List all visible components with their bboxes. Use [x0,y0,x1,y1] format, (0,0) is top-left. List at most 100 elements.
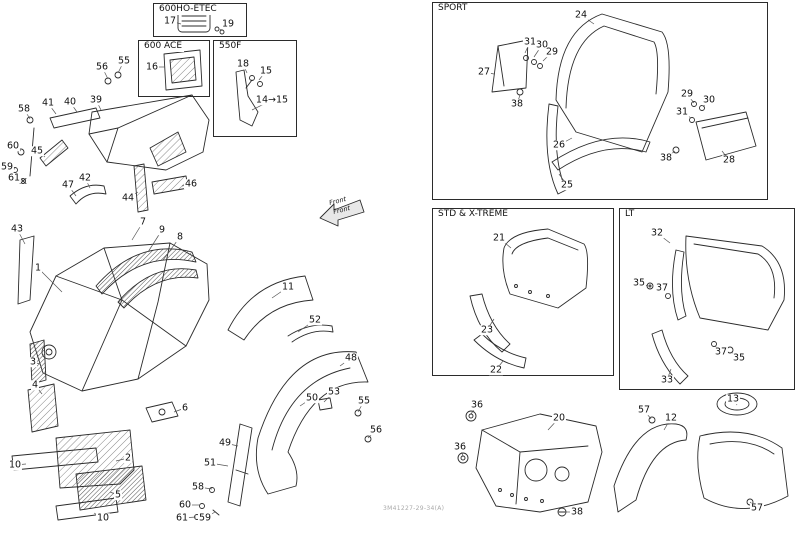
part-callout-59: 59 [197,512,213,524]
part-callout-58: 58 [16,103,32,115]
part-callout-24: 24 [573,9,589,21]
part-callout-31: 31 [674,106,690,118]
section-box-600ho-etec: 600HO-ETEC [153,3,247,37]
part-callout-59: 59 [0,161,15,173]
section-box-550f: 550F [213,40,297,137]
hood-decal-stripes [95,248,199,309]
part-callout-60: 60 [177,499,193,511]
section-label-lt: LT [623,209,637,220]
part-callout-38: 38 [509,98,525,110]
front-arrow-label: Front [332,204,351,216]
part-callout-37: 37 [654,282,670,294]
part-callout-61: 61 [6,172,22,184]
part-callout-2: 2 [123,452,133,464]
part-callout-51: 51 [202,457,218,469]
part-callout-41: 41 [40,97,56,109]
part-callout-42: 42 [77,172,93,184]
part-callout-10: 10 [7,459,23,471]
part-callout-57: 57 [749,502,765,514]
section-box-sport: SPORT [432,2,768,200]
part-callout-57: 57 [636,404,652,416]
part-callout-40: 40 [62,96,78,108]
part-callout-45: 45 [29,145,45,157]
part-callout-21: 21 [491,232,507,244]
part-callout-9: 9 [157,224,167,236]
part-callout-20: 20 [551,412,567,424]
part-callout-36: 36 [452,441,468,453]
part-callout-29: 29 [544,46,560,58]
part-callout-13: 13 [725,393,741,405]
part-callout-56: 56 [94,61,110,73]
part-callout-7: 7 [138,216,148,228]
part-callout-14→15: 14→15 [254,94,290,106]
part-callout-35: 35 [731,352,747,364]
part-callout-61: 61 [174,512,190,524]
part-callout-30: 30 [701,94,717,106]
part-callout-29: 29 [679,88,695,100]
part-callout-53: 53 [326,386,342,398]
part-callout-10: 10 [95,512,111,524]
section-box-std-xtreme: STD & X-TREME [432,208,614,376]
part-callout-43: 43 [9,223,25,235]
std-windshield-group [469,228,589,369]
section-label-550f: 550F [217,41,244,52]
part-callout-26: 26 [551,139,567,151]
part-callout-36: 36 [469,399,485,411]
part-callout-31: 31 [522,36,538,48]
part-callout-58: 58 [190,481,206,493]
part-callout-6: 6 [180,402,190,414]
part-callout-5: 5 [113,489,123,501]
part-callout-19: 19 [220,18,236,30]
ace-box-parts [163,49,203,91]
section-label-600ace: 600 ACE [142,41,185,52]
part-callout-16: 16 [144,61,160,73]
part-callout-27: 27 [476,66,492,78]
part-callout-46: 46 [183,178,199,190]
part-callout-4: 4 [30,379,40,391]
part-callout-38: 38 [658,152,674,164]
part-callout-44: 44 [120,192,136,204]
lt-windshield-group [646,235,785,385]
upper-dash-panel [88,94,210,171]
part-callout-15: 15 [258,65,274,77]
part-callout-18: 18 [235,58,251,70]
front-direction-arrow: Front Front [316,190,372,232]
part-callout-55: 55 [116,55,132,67]
part-callout-22: 22 [488,364,504,376]
section-box-lt: LT [619,208,795,390]
section-label-std-xtreme: STD & X-TREME [436,209,510,220]
part-callout-17: 17 [162,15,178,27]
part-callout-12: 12 [663,412,679,424]
left-vent-panels [11,339,179,521]
part-callout-33: 33 [659,374,675,386]
part-callout-38: 38 [569,506,585,518]
part-callout-49: 49 [217,437,233,449]
bottom-pan-side [255,351,372,495]
part-callout-39: 39 [88,94,104,106]
part-callout-3: 3 [28,356,38,368]
section-label-sport: SPORT [436,3,470,14]
part-callout-11: 11 [280,281,296,293]
part-callout-48: 48 [343,352,359,364]
part-callout-52: 52 [307,314,323,326]
part-callout-1: 1 [33,262,43,274]
part-callout-50: 50 [304,392,320,404]
front-arrow-shape [319,199,365,227]
part-callout-37: 37 [713,346,729,358]
part-callout-23: 23 [479,324,495,336]
part-callout-8: 8 [175,231,185,243]
sport-windshield-group [491,13,757,195]
part-callout-28: 28 [721,154,737,166]
section-box-600ace: 600 ACE [138,40,210,97]
part-callout-56: 56 [368,424,384,436]
watermark-code: 3M41227-29-34(A) [383,505,445,512]
part-callout-32: 32 [649,227,665,239]
part-callout-35: 35 [631,277,647,289]
part-callout-47: 47 [60,179,76,191]
550f-box-parts [235,69,263,127]
part-callout-25: 25 [559,179,575,191]
